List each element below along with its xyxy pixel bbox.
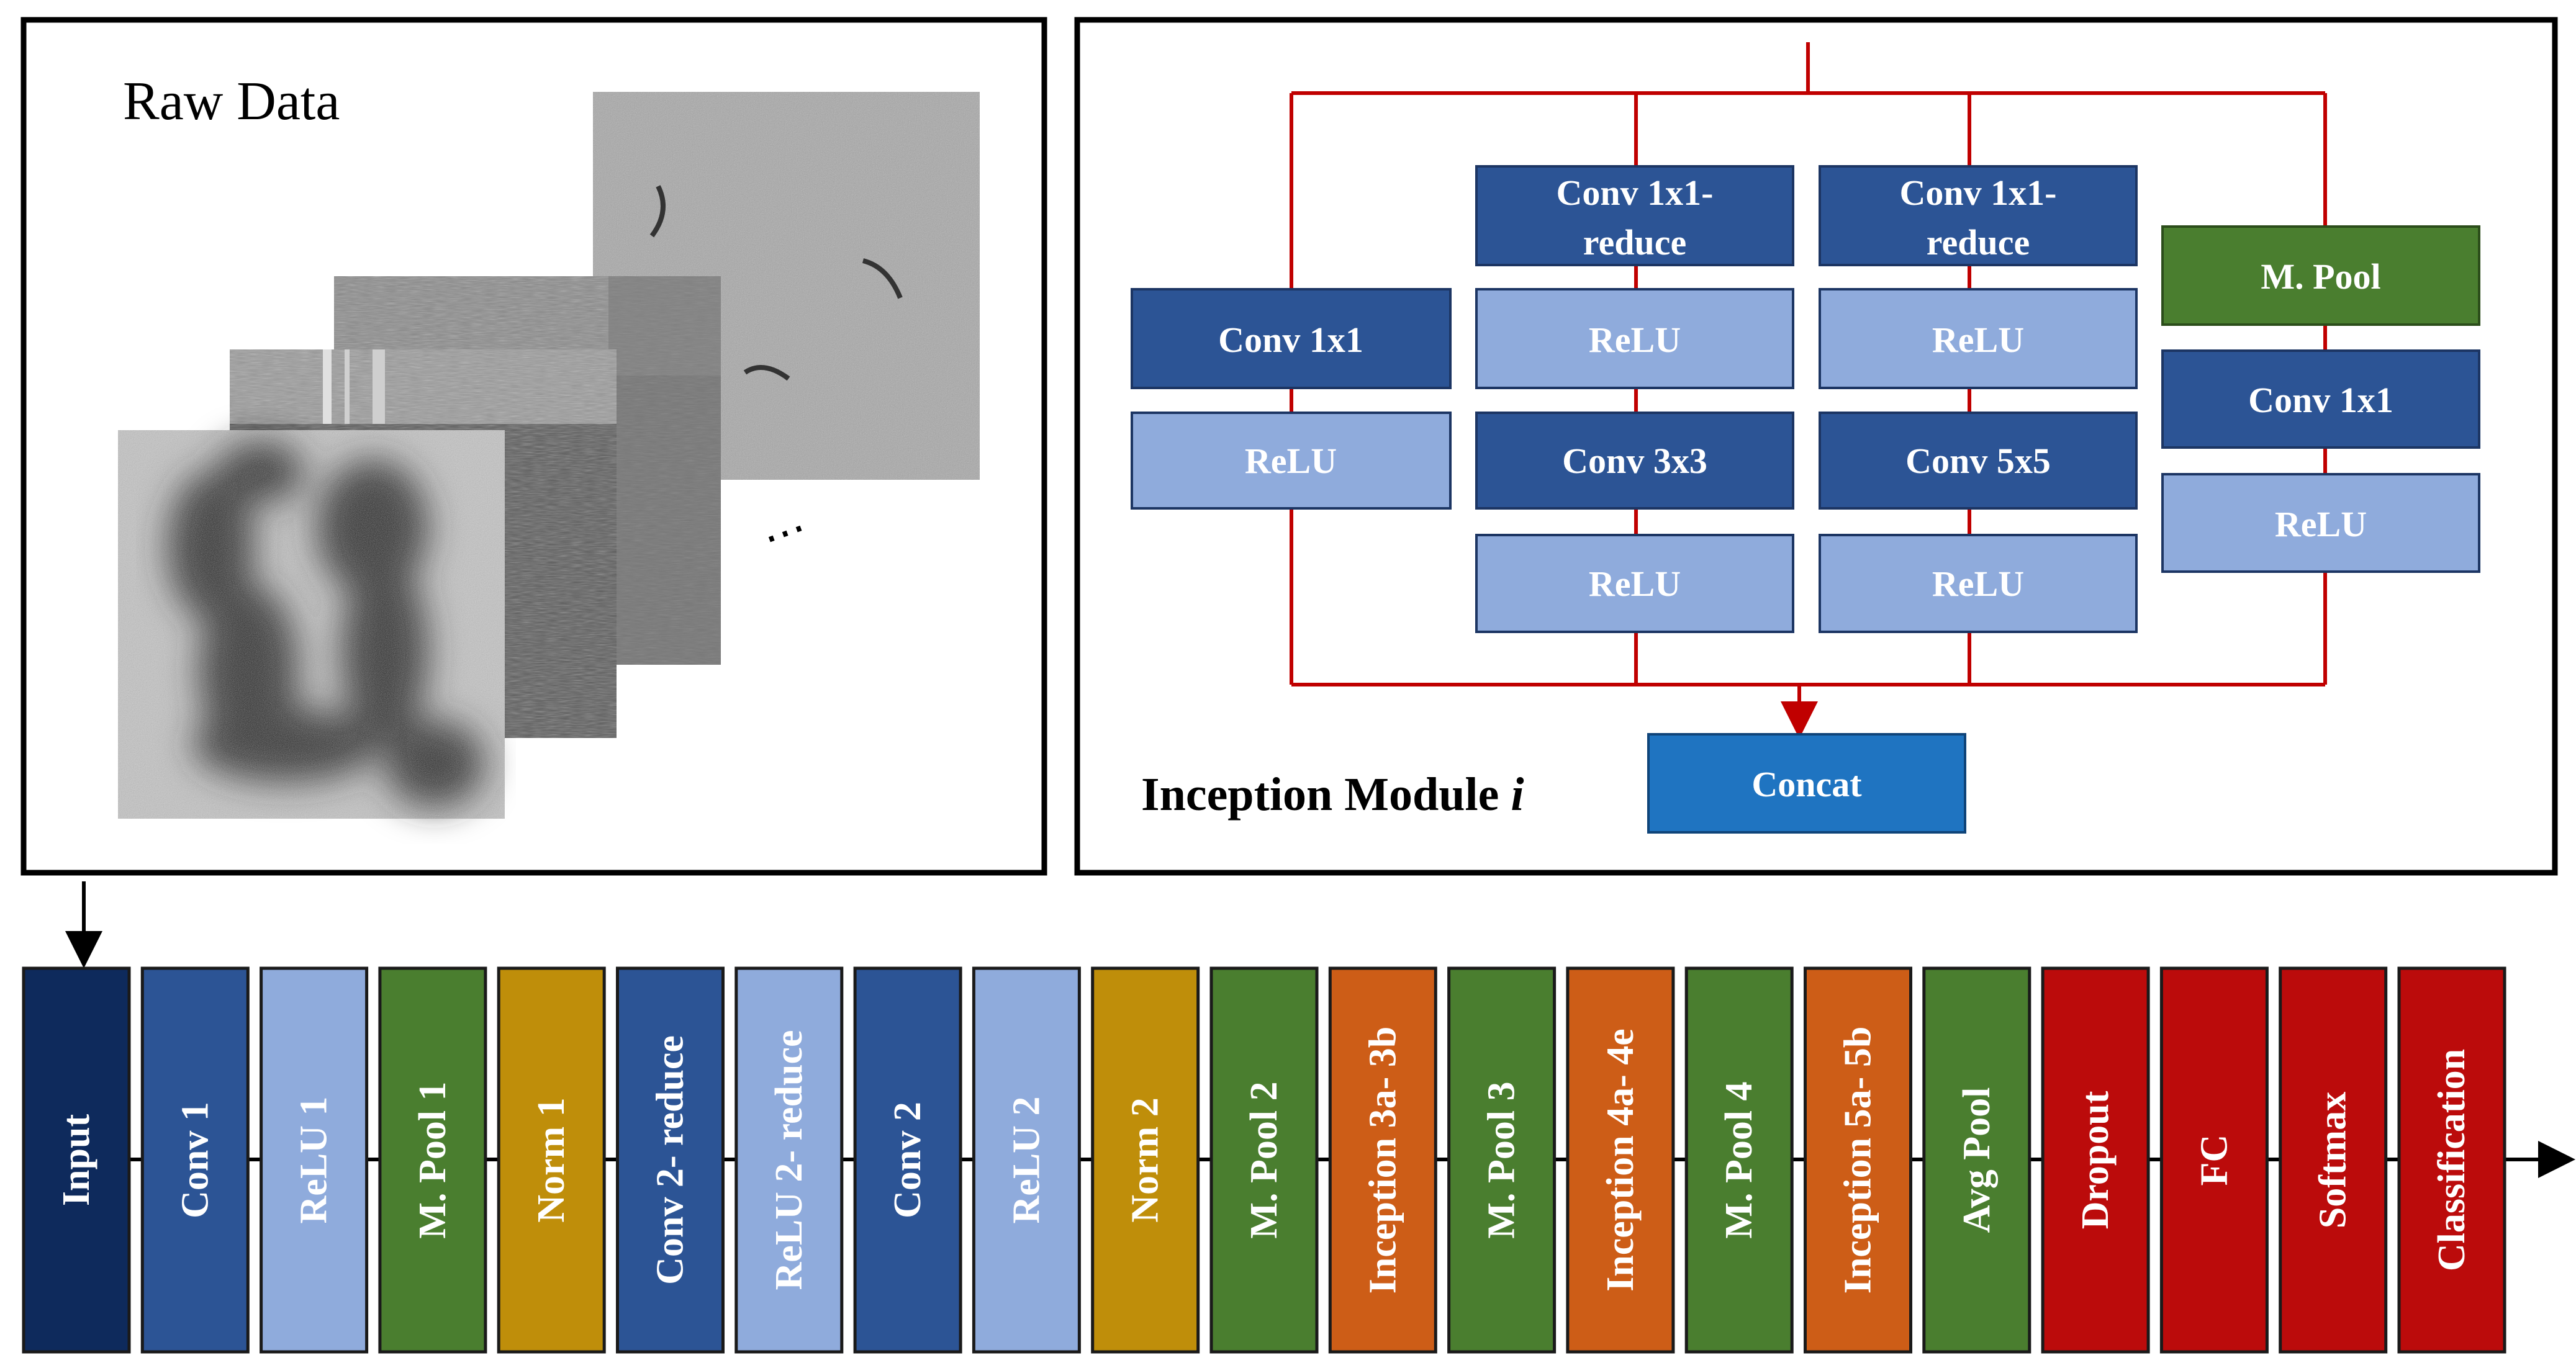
pipeline-layers: Input Conv 1 ReLU 1 M. Pool 1 Norm 1 Conv 2- … [22,966,2575,1354]
pipeline-block [1566,966,1675,1354]
branch2-relu2-label: ReLU [1589,564,1681,604]
pipeline-block-label: ReLU 2 [1005,1097,1047,1224]
pipeline-block-label: Conv 1 [174,1102,216,1218]
pipeline-block-label: M. Pool 3 [1481,1081,1523,1238]
concat-block: Concat [1647,733,1966,834]
pipeline-block-label: ReLU 2- reduce [768,1030,810,1290]
branch2-conv-label: Conv 3x3 [1562,441,1707,481]
branch2-relu1-label: ReLU [1589,320,1681,360]
pipeline-block-label: M. Pool 1 [412,1081,454,1238]
pipeline-block-label: Norm 1 [530,1097,572,1222]
branch4-pool-label: M. Pool [2261,256,2380,297]
inception-module-title: Inception Module i [1141,768,1524,821]
pipeline-block-label: Dropout [2074,1091,2117,1229]
pipeline-block [2279,966,2388,1354]
pipeline-block-label: FC [2193,1135,2235,1186]
branch3-relu1-label: ReLU [1932,320,2024,360]
pipeline-block [1922,966,2031,1354]
branch3-reduce-label-2: reduce [1927,222,2030,263]
pipeline-block-label: Conv 2- reduce [649,1035,692,1285]
pipeline-block-label: Classification [2431,1049,2473,1271]
inception-title-var: i [1511,768,1524,821]
raw-image-1 [118,430,505,819]
pipeline-block [2397,966,2506,1354]
pipeline-block-label: Avg Pool [1956,1087,1998,1233]
pipeline-block [378,966,487,1354]
pipeline-block [2041,966,2150,1354]
pipeline-block [1209,966,1319,1354]
branch-5x5: Conv 1x1- reduce ReLU Conv 5x5 ReLU [1819,165,2138,633]
branch4-conv-label: Conv 1x1 [2248,380,2393,420]
pipeline-block-label: Norm 2 [1124,1097,1167,1222]
pipeline-block [1091,966,1200,1354]
inception-module-panel: Conv 1x1 ReLU Conv 1x1- reduce ReLU Conv… [1074,17,2558,876]
branch1-relu-label: ReLU [1245,441,1337,481]
pipeline-block [22,966,131,1354]
branch3-relu2-label: ReLU [1932,564,2024,604]
pipeline-block [2159,966,2269,1354]
pipeline-block [260,966,369,1354]
pipeline-block [1804,966,1912,1354]
branch-3x3: Conv 1x1- reduce ReLU Conv 3x3 ReLU [1475,165,1794,633]
branch-pool: M. Pool Conv 1x1 ReLU [2161,225,2480,573]
raw-data-panel: Raw Data [20,17,1047,876]
inception-title-main: Inception Module [1141,768,1511,821]
branch4-relu-label: ReLU [2275,504,2367,544]
pipeline-block-label: Inception 3a- 3b [1362,1027,1404,1294]
raw-data-title: Raw Data [123,71,340,132]
branch1-conv-label: Conv 1x1 [1218,320,1363,360]
pipeline-block-label: M. Pool 4 [1718,1081,1760,1238]
branch-1x1: Conv 1x1 ReLU [1131,288,1452,510]
pipeline-block [734,966,844,1354]
concat-label: Concat [1751,764,1862,804]
pipeline-block [616,966,725,1354]
pipeline-block-label: M. Pool 2 [1243,1081,1285,1238]
pipeline-block [140,966,250,1354]
pipeline-block [497,966,606,1354]
pipeline-block-label: Inception 5a- 5b [1837,1027,1879,1294]
pipeline-block [972,966,1081,1354]
pipeline-block-label: Input [55,1114,97,1207]
branch2-reduce-label-1: Conv 1x1- [1557,173,1714,213]
pipeline-block [853,966,962,1354]
pipeline-block-label: Conv 2 [887,1102,929,1218]
pipeline-block-label: Softmax [2312,1092,2354,1228]
branch3-conv-label: Conv 5x5 [1905,441,2051,481]
pipeline-block [1447,966,1557,1354]
pipeline-block [1684,966,1794,1354]
pipeline-block [1328,966,1437,1354]
branch3-reduce-label-1: Conv 1x1- [1900,173,2057,213]
branch2-reduce-label-2: reduce [1583,222,1686,263]
pipeline-block-label: Inception 4a- 4e [1599,1028,1642,1292]
pipeline-block-label: ReLU 1 [293,1097,335,1224]
